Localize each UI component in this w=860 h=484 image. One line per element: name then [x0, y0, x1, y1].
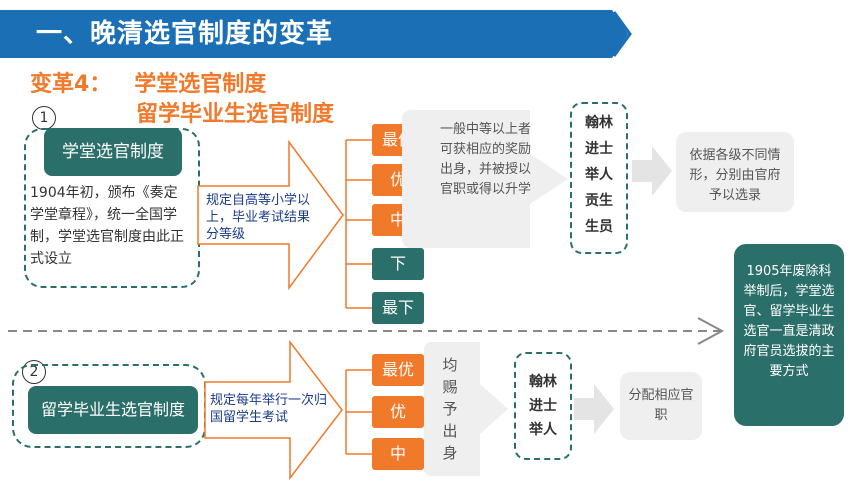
section1-description: 1904年初，颁布《奏定学堂章程》，统一全国学制，学堂选官制度由此正式设立: [30, 185, 184, 267]
section1-small-arrow: [632, 146, 672, 196]
subtitle-line1: 变革4： 学堂选官制度: [30, 72, 267, 97]
section2-box-title: 留学毕业生选官制度: [28, 386, 198, 434]
section1-reward-text: 一般中等以上者可获相应的奖励出身，并被授以官职或得以升学: [440, 122, 532, 197]
section2-result-box: [620, 372, 702, 440]
section1-titles: 翰林 进士 举人 贡生 生员: [585, 115, 613, 235]
section1-number: 1: [32, 106, 56, 130]
divider-dashed-arrow: [8, 317, 725, 345]
section2-reward-arrow-shape: [424, 342, 508, 476]
section1-arrow-shape: [197, 140, 344, 290]
header-banner: [0, 10, 605, 58]
section1-result-text: 依据各级不同情形，分别由官府予以选录: [689, 148, 781, 203]
section2-grade-good: 优: [372, 396, 424, 428]
section2-bracket: [345, 369, 372, 455]
section2-arrow-text: 规定每年举行一次归国留学生考试: [210, 393, 328, 425]
section2-grade-middle: 中: [372, 438, 424, 470]
section1-bracket: [345, 139, 372, 309]
section2-titles: 翰林 进士 举人: [529, 374, 557, 438]
section1-reward-arrow-shape: [402, 110, 568, 248]
section2-reward-text: 均 赐 予 出 身: [442, 356, 458, 462]
section1-grade-lowest: 最下: [372, 292, 424, 324]
page-title: 一、晚清选官制度的变革: [36, 19, 334, 49]
section2-titles-frame: [514, 352, 572, 460]
section1-result-box: [676, 132, 794, 212]
section2-result-text: 分配相应官职: [628, 388, 694, 423]
conclusion-text: 1905年废除科举制后，学堂选官、留学毕业生选官一直是清政府官员选拔的主要方式: [743, 264, 835, 379]
section2-small-arrow: [574, 384, 614, 434]
section1-grade-low: 下: [372, 248, 424, 280]
section1-box-title: 学堂选官制度: [44, 128, 182, 176]
section1-titles-frame: [570, 102, 628, 254]
section1-arrow-text: 规定自高等小学以上，毕业考试结果分等级: [206, 193, 311, 242]
banner-chevron-icon: [598, 10, 632, 58]
section2-arrow-shape: [204, 340, 343, 480]
section2-grade-best: 最优: [372, 354, 424, 386]
conclusion-box: [734, 244, 844, 426]
subtitle-line2: 留学毕业生选官制度: [136, 102, 335, 127]
